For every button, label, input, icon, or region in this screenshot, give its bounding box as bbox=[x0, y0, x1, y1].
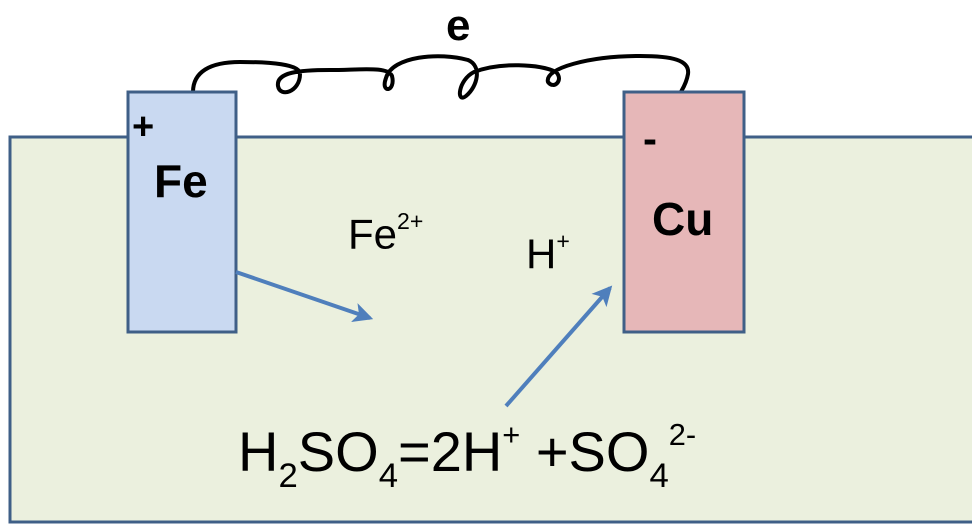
anode-label: Fe bbox=[154, 155, 208, 207]
h-ion-charge: + bbox=[556, 228, 570, 254]
eq-2h: =2H bbox=[398, 420, 503, 484]
cu-electrode bbox=[622, 90, 746, 334]
fe-ion-label: Fe2+ bbox=[348, 208, 424, 258]
electron-label: e bbox=[446, 1, 471, 50]
wire-coil bbox=[191, 54, 691, 100]
eq-so: SO bbox=[297, 420, 379, 484]
fe-ion-base: Fe bbox=[348, 210, 398, 258]
eq-sub-4b: 4 bbox=[649, 456, 669, 495]
eq-h: H bbox=[238, 420, 279, 484]
eq-sub-4: 4 bbox=[378, 456, 398, 495]
fe-ion-charge: 2+ bbox=[397, 208, 424, 234]
h-ion-flow-arrow bbox=[504, 285, 613, 408]
eq-charge-plus: + bbox=[502, 417, 521, 452]
eq-charge-2minus: 2- bbox=[668, 417, 697, 452]
eq-sub-2: 2 bbox=[278, 456, 298, 495]
h-ion-base: H bbox=[526, 230, 557, 278]
eq-plus-so: +SO bbox=[520, 420, 650, 484]
fe-ion-flow-arrow bbox=[235, 270, 374, 323]
cathode-sign: - bbox=[643, 115, 657, 162]
fe-electrode bbox=[126, 90, 238, 334]
h-ion-label: H+ bbox=[526, 228, 570, 278]
cathode-label: Cu bbox=[652, 193, 714, 245]
dissociation-equation: H2SO4=2H+ +SO42- bbox=[238, 417, 697, 495]
anode-sign: + bbox=[132, 106, 155, 148]
